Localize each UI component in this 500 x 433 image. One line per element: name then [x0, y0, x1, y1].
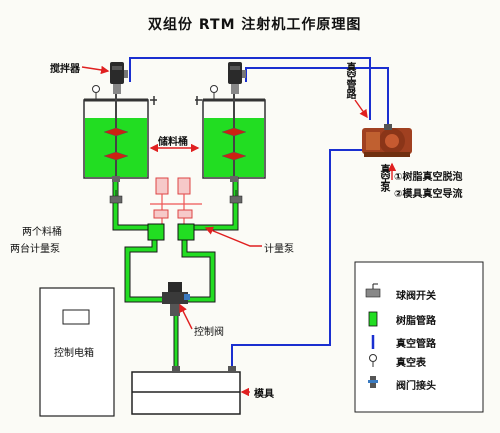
vacuum-pump-body — [362, 124, 412, 157]
metering-pumps — [147, 177, 202, 241]
resin-pipe-left-loop — [124, 239, 166, 303]
vacuum-line-label: 真空管路 — [344, 62, 355, 98]
control-valve-label: 控制阀 — [194, 327, 224, 338]
control-cabinet-label: 控制电箱 — [54, 348, 94, 359]
vacuum-lines — [129, 57, 389, 372]
vacuum-line-left-tank — [129, 57, 371, 120]
legend-ball-valve-label: 球阀开关 — [396, 291, 436, 302]
note-2: ②模具真空导流 — [394, 189, 463, 200]
left-tank — [83, 92, 157, 182]
control-cabinet-body — [39, 287, 115, 417]
arrow-control-valve — [179, 303, 193, 330]
two-pumps-note: 两台计量泵 — [10, 244, 60, 255]
metering-pump-label: 计量泵 — [264, 244, 294, 255]
right-agitator-motor — [228, 62, 246, 94]
mold-label: 模具 — [254, 389, 274, 400]
annotation-arrows — [81, 65, 397, 397]
right-tank — [195, 92, 266, 182]
vacuum-pump-label: 真空泵 — [378, 164, 389, 191]
left-agitator-motor — [110, 62, 128, 94]
agitator-label: 搅拌器 — [50, 64, 80, 75]
mixing-control-valve — [162, 282, 190, 316]
legend-vacuum-line-label: 真空管路 — [396, 339, 436, 350]
storage-tank-label: 储料桶 — [158, 137, 188, 148]
resin-pipe-to-mold — [173, 314, 179, 371]
legend-frame — [354, 261, 484, 413]
right-outlet-valve — [229, 190, 243, 204]
mold-body — [131, 366, 241, 415]
note-1: ①树脂真空脱泡 — [394, 172, 463, 183]
legend-valve-connector-label: 阀门接头 — [396, 381, 436, 392]
vacuum-line-mold — [231, 149, 362, 372]
diagram-title: 双组份 RTM 注射机工作原理图 — [148, 17, 362, 33]
left-outlet-valve — [109, 190, 123, 204]
legend-resin-pipe-label: 树脂管路 — [396, 316, 436, 327]
legend-symbols — [365, 283, 381, 388]
legend-vacuum-gauge-label: 真空表 — [396, 358, 426, 369]
arrow-vacuum-line — [354, 99, 368, 119]
vacuum-line-right-tank — [245, 67, 389, 131]
arrow-agitator — [81, 65, 110, 75]
right-tank-gauge — [210, 85, 218, 100]
left-tank-gauge — [92, 85, 100, 100]
two-tanks-note: 两个料桶 — [22, 227, 62, 238]
arrow-metering — [204, 226, 262, 247]
